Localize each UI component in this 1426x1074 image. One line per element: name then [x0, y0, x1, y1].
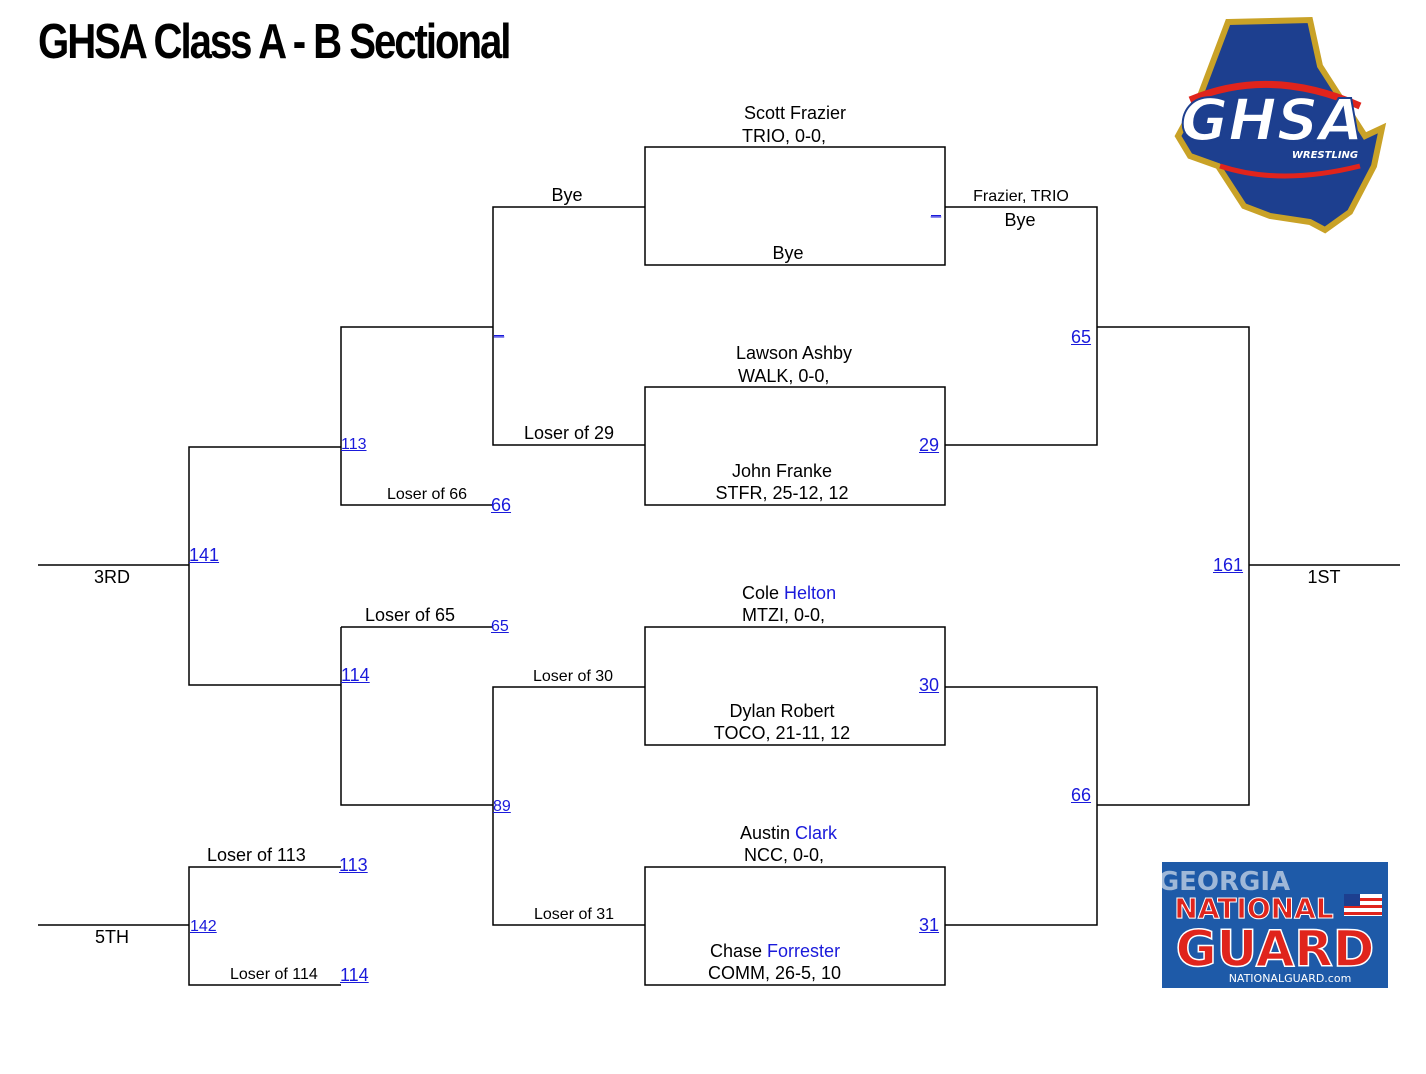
final-lines: [1097, 326, 1250, 806]
semi-winner: Frazier, TRIO: [973, 188, 1069, 205]
link-114[interactable]: 114: [340, 965, 369, 985]
bout-link-141[interactable]: 141: [189, 545, 220, 565]
link-113[interactable]: 113: [339, 855, 368, 875]
cons-r2-bottom-lines: [340, 627, 493, 806]
wrestler-name: Lawson Ashby: [735, 343, 853, 363]
cons-loser-114: Loser of 114: [230, 966, 318, 983]
semi-opponent: Bye: [1004, 210, 1036, 230]
svg-text:NATIONAL: NATIONAL: [1174, 892, 1333, 925]
link-66[interactable]: 66: [491, 495, 512, 515]
cons-loser-29: Loser of 29: [524, 423, 615, 443]
place-label-5th: 5TH: [94, 927, 130, 947]
ghsa-logo: GHSA WRESTLING: [1174, 16, 1387, 234]
wrestler-name: John Franke: [731, 461, 833, 481]
wrestler-team: MTZI, 0-0,: [742, 605, 826, 625]
bout-link-29[interactable]: 29: [919, 435, 940, 455]
semi-top-lines: [945, 206, 1098, 446]
match-box-2: [644, 386, 946, 506]
flag-icon: [1344, 894, 1382, 916]
link-65[interactable]: 65: [491, 618, 509, 635]
cons-loser-113: Loser of 113: [207, 845, 306, 865]
bout-link-161[interactable]: 161: [1213, 555, 1244, 575]
bout-link-31[interactable]: 31: [919, 915, 940, 935]
wrestler-last-name-link[interactable]: Clark: [795, 823, 838, 843]
svg-text:GUARD: GUARD: [1176, 920, 1375, 978]
bout-link-65[interactable]: 65: [1071, 327, 1092, 347]
wrestler-name: Austin Clark: [740, 823, 838, 843]
cons-r1-bottom-lines: [492, 686, 645, 926]
wrestler-team: COMM, 26-5, 10: [708, 963, 842, 983]
cons-loser-30: Loser of 30: [533, 668, 614, 685]
cons-loser-66: Loser of 66: [387, 486, 468, 503]
wrestler-name: Chase Forrester: [710, 941, 841, 961]
wrestler-team: WALK, 0-0,: [738, 366, 830, 386]
wrestler-team: TRIO, 0-0,: [742, 126, 827, 146]
semi-bottom-lines: [945, 686, 1098, 926]
ghsa-logo-sub: WRESTLING: [1292, 150, 1358, 161]
bout-link-66[interactable]: 66: [1071, 785, 1092, 805]
wrestler-team: STFR, 25-12, 12: [715, 483, 849, 503]
match-box-1: [644, 146, 946, 266]
bout-link[interactable]: _: [494, 318, 505, 338]
svg-text:GEORGIA: GEORGIA: [1162, 867, 1290, 897]
wrestler-name: Cole Helton: [742, 583, 837, 603]
bout-link[interactable]: _: [931, 198, 942, 218]
svg-text:NATIONALGUARD.com: NATIONALGUARD.com: [1229, 972, 1352, 985]
cons-loser-65: Loser of 65: [365, 605, 456, 625]
bout-link-89[interactable]: 89: [493, 798, 511, 815]
wrestler-last-name-link[interactable]: Helton: [784, 583, 837, 603]
wrestler-name: Scott Frazier: [743, 103, 847, 123]
match-box-3: [644, 626, 946, 746]
wrestler-team: TOCO, 21-11, 12: [713, 723, 851, 743]
place-label-1st: 1ST: [1307, 567, 1341, 587]
wrestler-team: NCC, 0-0,: [744, 845, 825, 865]
bout-link-30[interactable]: 30: [919, 675, 940, 695]
cons-loser-31: Loser of 31: [534, 906, 615, 923]
bout-link-113[interactable]: 113: [341, 436, 367, 453]
bout-link-142[interactable]: 142: [190, 918, 217, 935]
wrestler-name: Bye: [772, 243, 804, 263]
fifth-place-bracket: [188, 866, 341, 986]
place-label-3rd: 3RD: [93, 567, 131, 587]
cons-r1-top-lines: [492, 206, 645, 446]
page-title: GHSA Class A - B Sectional: [38, 15, 511, 69]
national-guard-logo: GEORGIA NATIONAL GUARD NATIONALGUARD.com: [1162, 862, 1388, 988]
third-place-bracket: [188, 446, 341, 686]
cons-bye: Bye: [551, 185, 583, 205]
match-box-4: [644, 866, 946, 986]
bout-link-114[interactable]: 114: [341, 665, 370, 685]
wrestler-name: Dylan Robert: [729, 701, 835, 721]
wrestler-last-name-link[interactable]: Forrester: [767, 941, 841, 961]
cons-r2-top-lines: [340, 326, 493, 506]
ghsa-logo-text: GHSA: [1181, 86, 1364, 154]
